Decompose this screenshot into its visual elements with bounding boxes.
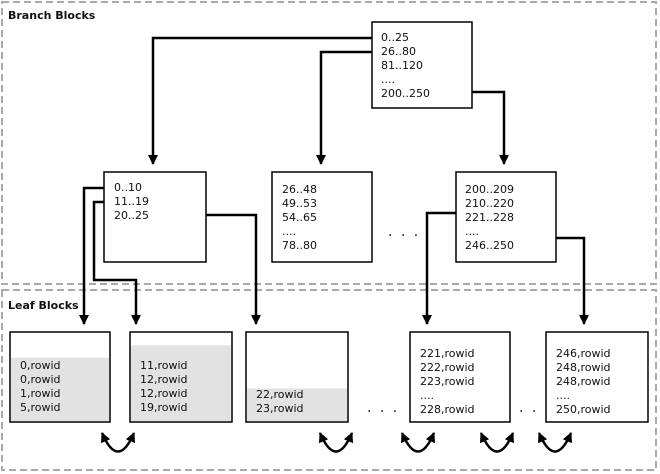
leaf-entry: 12,rowid: [140, 387, 188, 400]
branch-key-range: 54..65: [282, 211, 317, 224]
leaf-entry: 222,rowid: [420, 361, 475, 374]
edge-root-to-branch-1: [148, 36, 372, 165]
branch-key-range: 200..209: [465, 183, 514, 196]
leaf-entry: 248,rowid: [556, 375, 611, 388]
leaf-link-1-2: [100, 432, 136, 453]
leaf-node-5: 246,rowid 248,rowid 248,rowid .... 250,r…: [545, 331, 649, 423]
root-key-range: 26..80: [381, 45, 416, 58]
branch-ellipsis: . . .: [388, 224, 420, 240]
leaf-node-1: 0,rowid 0,rowid 1,rowid 5,rowid: [9, 331, 111, 423]
branch-node-2: 26..48 49..53 54..65 .... 78..80: [271, 171, 373, 263]
branch-key-range: 221..228: [465, 211, 514, 224]
leaf-entry: 5,rowid: [20, 401, 61, 414]
root-node: 0..25 26..80 81..120 .... 200..250: [371, 21, 473, 109]
leaf-entry: 0,rowid: [20, 359, 61, 372]
branch-key-range: ....: [465, 225, 479, 238]
leaf-link-prev-5: [537, 432, 573, 453]
leaf-ellipsis: . . .: [367, 400, 399, 416]
leaf-entry: 11,rowid: [140, 359, 188, 372]
leaf-entry: 19,rowid: [140, 401, 188, 414]
root-key-range: ....: [381, 73, 395, 86]
branch-key-range: 78..80: [282, 239, 317, 252]
leaf-entry: 12,rowid: [140, 373, 188, 386]
leaf-node-4: 221,rowid 222,rowid 223,rowid .... 228,r…: [409, 331, 511, 423]
edge-branch-1-to-leaf-1: [79, 186, 104, 325]
edge-root-to-branch-3: [472, 90, 509, 165]
edge-branch-1-to-leaf-2: [92, 200, 141, 325]
leaf-fill-level: [131, 345, 231, 421]
branch-key-range: 49..53: [282, 197, 317, 210]
leaf-entry: 246,rowid: [556, 347, 611, 360]
leaf-entry: ....: [420, 389, 434, 402]
leaf-fill-level: [11, 357, 109, 421]
branch-key-range: 11..19: [114, 195, 149, 208]
leaf-entry: 221,rowid: [420, 347, 475, 360]
branch-key-range: 0..10: [114, 181, 142, 194]
leaf-entry: 0,rowid: [20, 373, 61, 386]
leaf-node-3: 22,rowid 23,rowid: [245, 331, 349, 423]
root-key-range: 200..250: [381, 87, 430, 100]
leaf-entry: 22,rowid: [256, 388, 304, 401]
leaf-link-prev-4: [400, 432, 436, 453]
branch-key-range: 20..25: [114, 209, 149, 222]
branch-key-range: 26..48: [282, 183, 317, 196]
leaf-fill-level: [247, 388, 347, 421]
branch-blocks-region: [1, 1, 657, 285]
edge-root-to-branch-2: [316, 50, 372, 165]
leaf-link-3-next: [318, 432, 354, 453]
branch-blocks-label: Branch Blocks: [8, 9, 96, 22]
leaf-entry: 248,rowid: [556, 361, 611, 374]
root-key-range: 81..120: [381, 59, 423, 72]
branch-node-1: 0..10 11..19 20..25: [103, 171, 207, 263]
branch-key-range: ....: [282, 225, 296, 238]
leaf-blocks-label: Leaf Blocks: [8, 299, 79, 312]
leaf-blocks-region: [1, 289, 657, 471]
branch-key-range: 210..220: [465, 197, 514, 210]
leaf-entry: 228,rowid: [420, 403, 475, 416]
leaf-link-4-next: [479, 432, 515, 453]
leaf-ellipsis: . . .: [519, 400, 551, 416]
leaf-entry: 1,rowid: [20, 387, 61, 400]
leaf-entry: 23,rowid: [256, 402, 304, 415]
root-key-range: 0..25: [381, 31, 409, 44]
edge-branch-3-to-leaf-4: [422, 211, 456, 325]
leaf-entry: 250,rowid: [556, 403, 611, 416]
edge-branch-3-to-leaf-5: [556, 236, 589, 325]
leaf-entry: 223,rowid: [420, 375, 475, 388]
edge-branch-1-to-leaf-3: [206, 213, 261, 325]
leaf-node-2: 11,rowid 12,rowid 12,rowid 19,rowid: [129, 331, 233, 423]
leaf-entry: ....: [556, 389, 570, 402]
branch-node-3: 200..209 210..220 221..228 .... 246..250: [455, 171, 557, 263]
branch-key-range: 246..250: [465, 239, 514, 252]
